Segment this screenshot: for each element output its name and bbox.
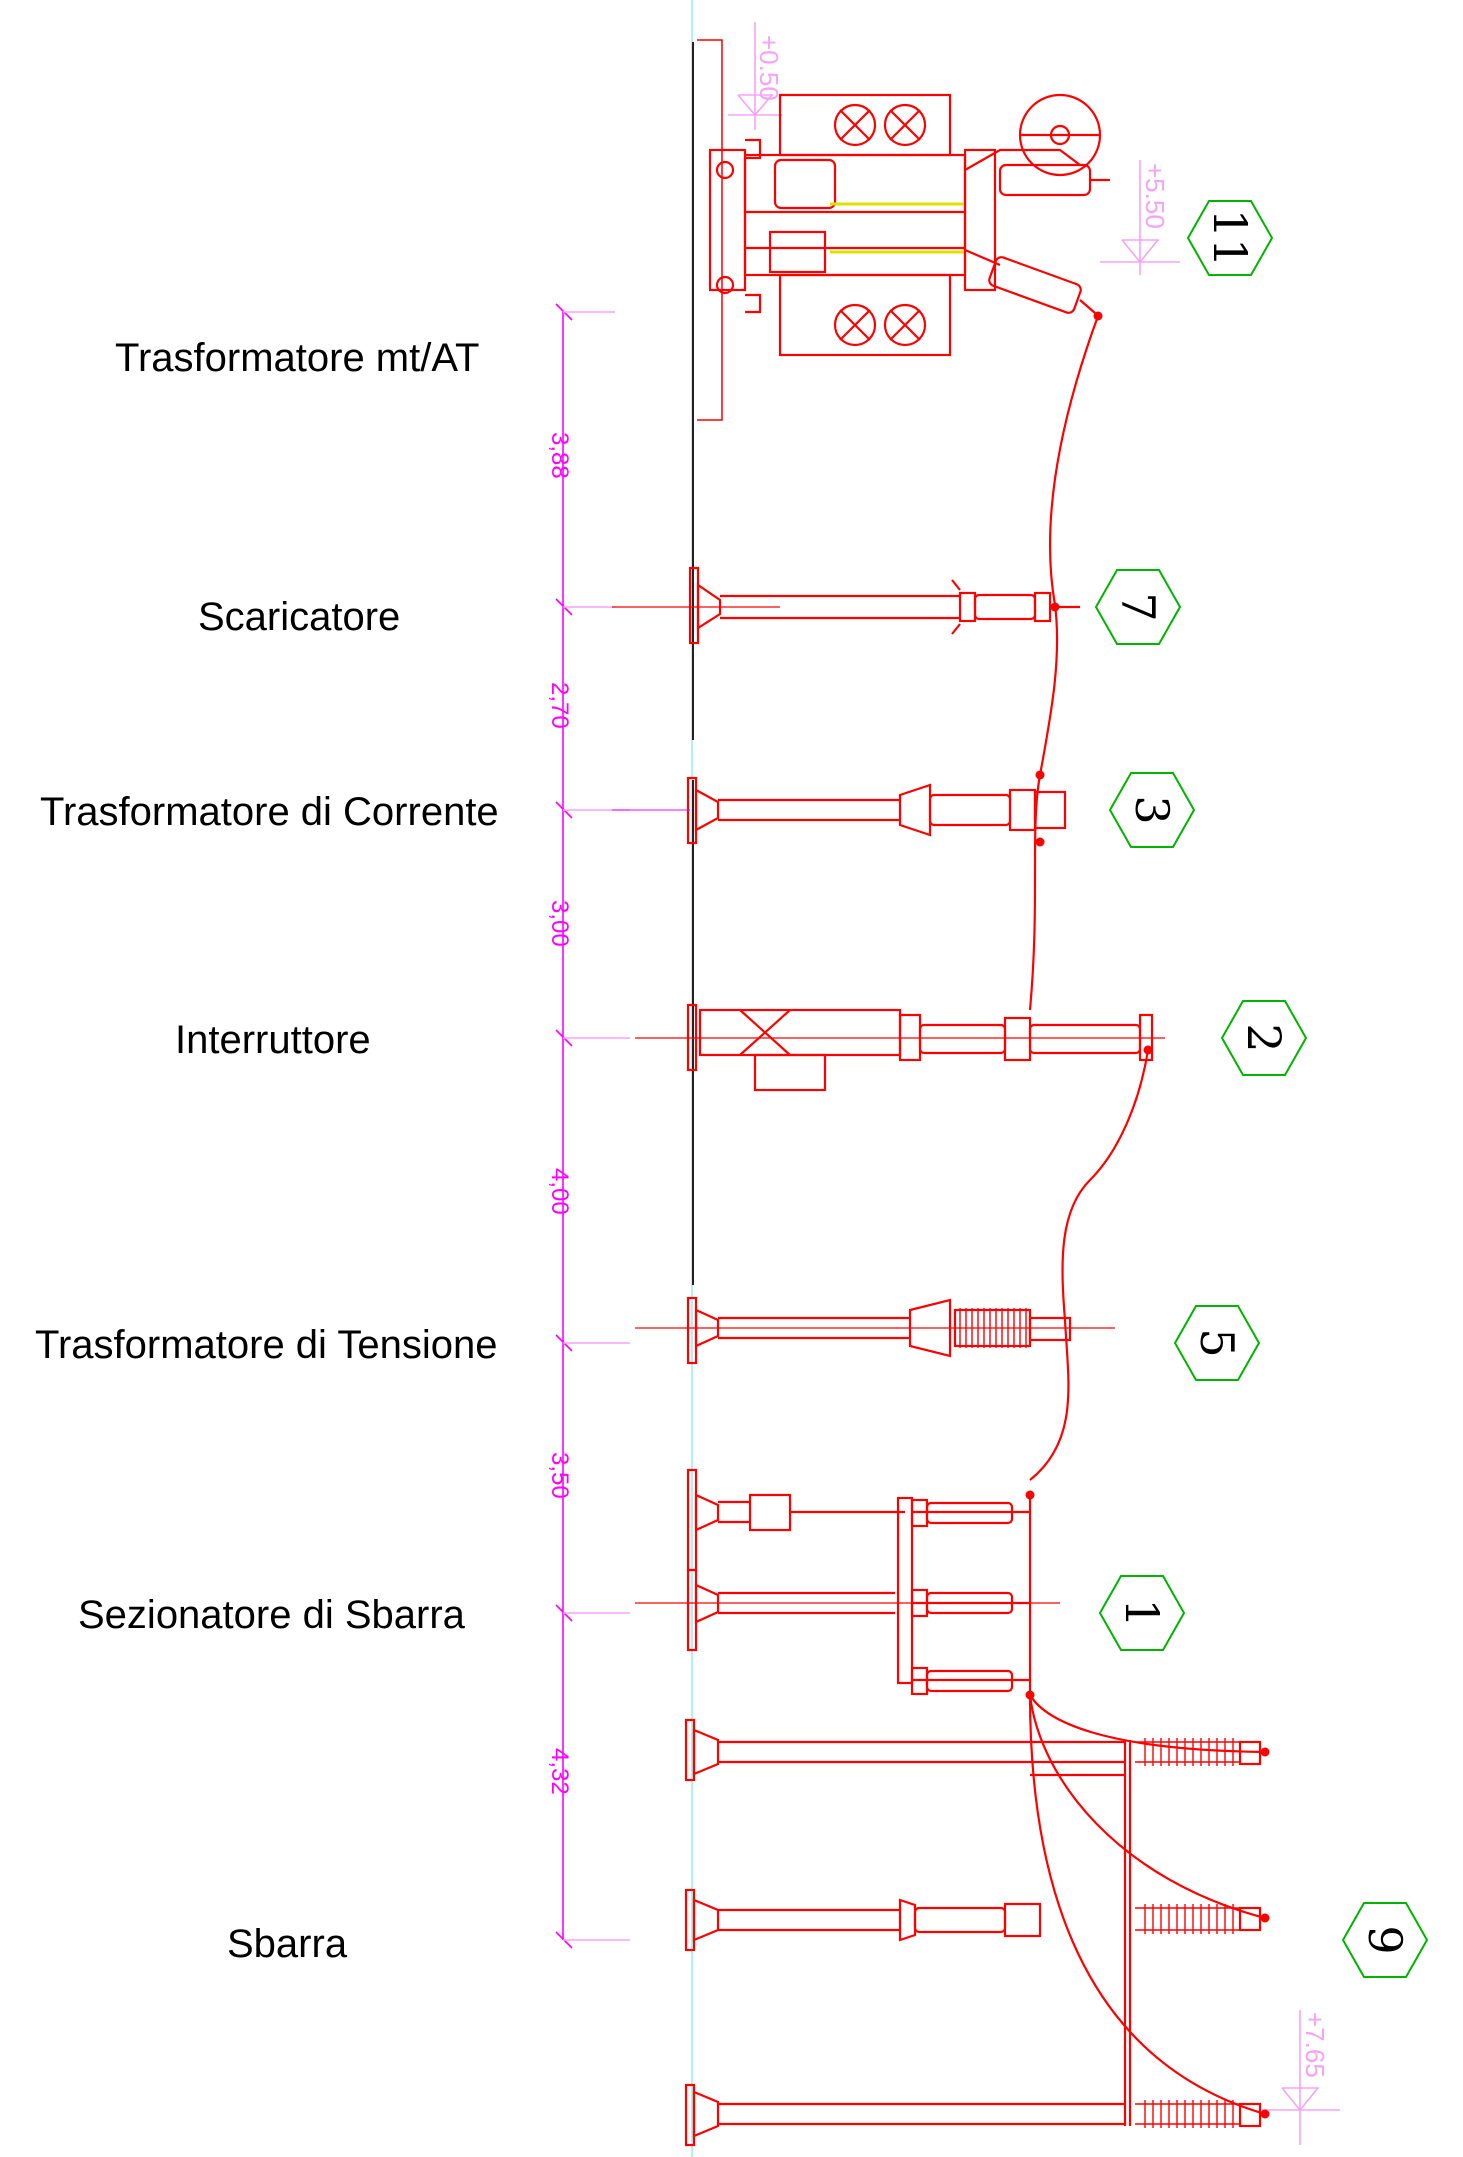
- elevation-top: +0.50: [728, 22, 784, 130]
- dimension-2: 2,70: [546, 682, 573, 729]
- dimension-chain: 3,88 2,70 3,00 4,00 3,50 4,32: [546, 303, 630, 1949]
- svg-text:1: 1: [1115, 1598, 1169, 1627]
- tag-voltage-transformer: 5: [1173, 1305, 1261, 1381]
- cable-middle: [1029, 1049, 1150, 1481]
- svg-text:7: 7: [1111, 592, 1165, 621]
- label-surge-arrester: Scaricatore: [198, 595, 401, 639]
- transformer-mt-at: [708, 93, 1110, 357]
- svg-text:+5.50: +5.50: [1140, 163, 1170, 229]
- current-transformer: [612, 770, 1067, 847]
- tag-transformer: 11: [1186, 200, 1274, 276]
- tag-busbar-disconnector: 1: [1098, 1575, 1186, 1651]
- label-voltage-transformer: Trasformatore di Tensione: [35, 1323, 498, 1367]
- svg-text:9: 9: [1358, 1925, 1412, 1954]
- label-current-transformer: Trasformatore di Corrente: [40, 790, 499, 834]
- dimension-6: 4,32: [546, 1748, 573, 1795]
- busbar-structure: [684, 1694, 1270, 2147]
- voltage-transformer: [635, 1296, 1115, 1365]
- tag-circuit-breaker: 2: [1220, 1000, 1308, 1076]
- dimension-3: 3,00: [546, 900, 573, 947]
- svg-text:+7.65: +7.65: [1300, 2012, 1330, 2078]
- tag-busbar: 9: [1341, 1902, 1429, 1978]
- svg-text:5: 5: [1190, 1328, 1244, 1357]
- busbar-disconnector: [635, 1468, 1060, 1700]
- svg-text:11: 11: [1203, 209, 1257, 268]
- label-transformer-mt-at: Trasformatore mt/AT: [115, 336, 480, 380]
- cable-upper: [1028, 315, 1100, 1011]
- elevation-bottom: +7.65: [1262, 2010, 1340, 2145]
- elevation-transformer: +5.50: [1100, 160, 1180, 275]
- dimension-4: 4,00: [546, 1168, 573, 1215]
- circuit-breaker: [635, 1003, 1165, 1092]
- svg-text:2: 2: [1237, 1023, 1291, 1052]
- dimension-1: 3,88: [546, 432, 573, 479]
- surge-arrester: [612, 566, 1080, 645]
- label-circuit-breaker: Interruttore: [175, 1018, 371, 1062]
- foundation-lines: [692, 39, 723, 1285]
- svg-text:3: 3: [1125, 795, 1179, 824]
- dimension-5: 3,50: [546, 1452, 573, 1499]
- label-busbar-disconnector: Sezionatore di Sbarra: [78, 1593, 465, 1637]
- tag-surge-arrester: 7: [1094, 569, 1182, 645]
- svg-text:+0.50: +0.50: [754, 35, 784, 101]
- label-busbar: Sbarra: [227, 1922, 348, 1966]
- tag-current-transformer: 3: [1108, 772, 1196, 848]
